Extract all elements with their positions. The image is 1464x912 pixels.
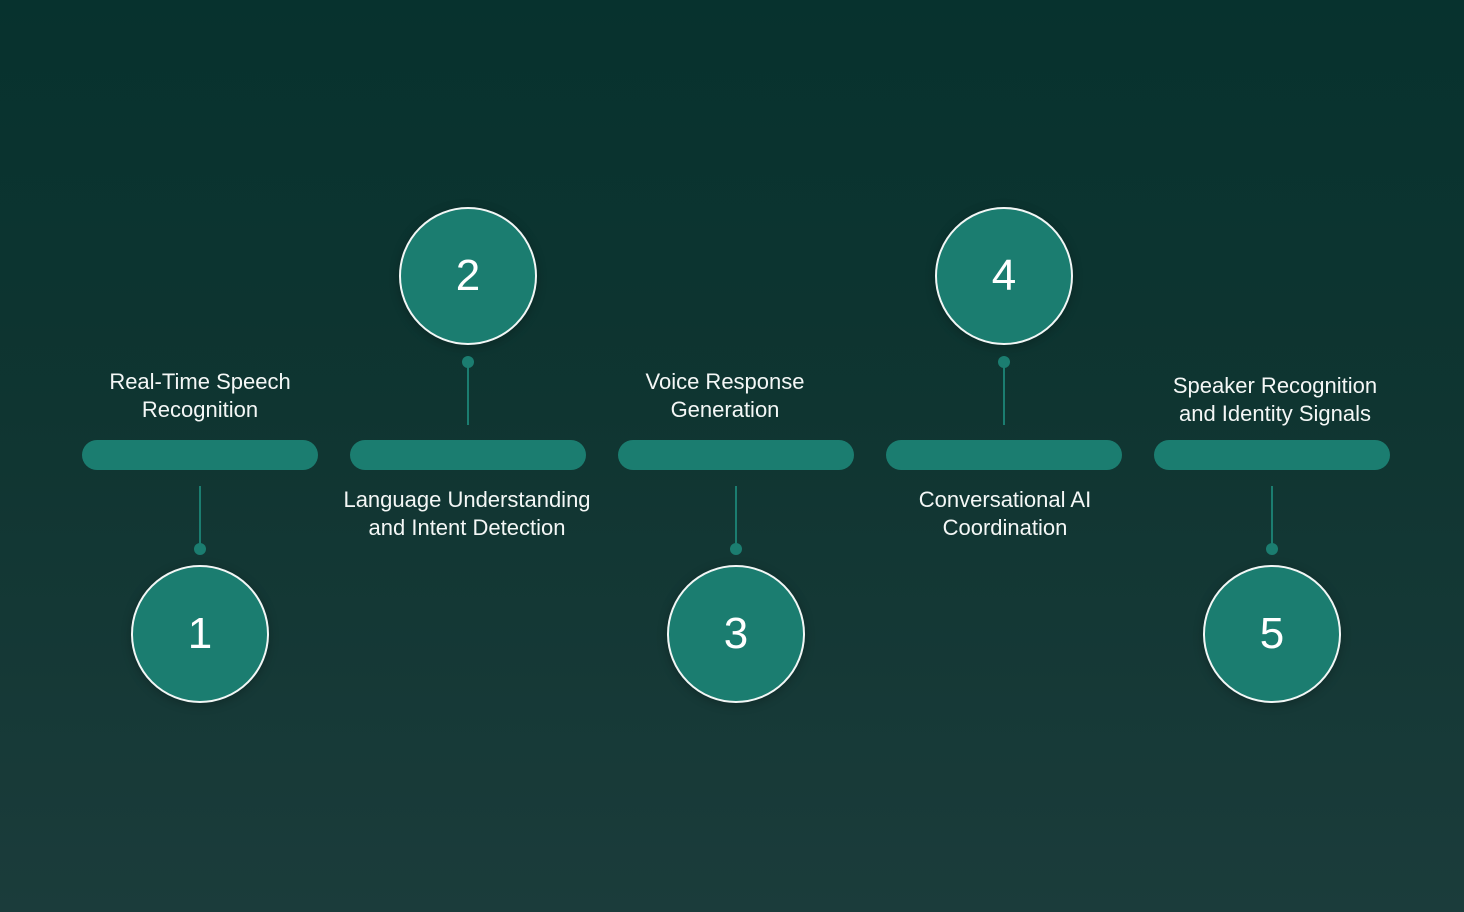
step-4-number: 4 [991,251,1017,300]
step-5-connector-line [1271,486,1273,546]
step-3-connector-line [735,486,737,546]
step-1-label: Real-Time Speech Recognition [40,368,360,424]
step-1-connector-dot [194,543,206,555]
step-5-connector-dot [1266,543,1278,555]
step-2-label-line2: and Intent Detection [368,515,566,540]
step-3-label-line1: Voice Response [645,369,805,394]
step-3-number-circle: 3 [667,565,805,703]
step-4-number-circle: 4 [935,207,1073,345]
step-2-number-circle: 2 [399,207,537,345]
step-1-connector-line [199,486,201,546]
step-1-number-circle: 1 [131,565,269,703]
step-5-label-line2: and Identity Signals [1178,401,1372,426]
step-3-number: 3 [723,609,749,658]
step-4-label: Conversational AI Coordination [845,486,1165,542]
step-3-label-line2: Generation [670,397,780,422]
step-2-label: Language Understanding and Intent Detect… [307,486,627,542]
step-2-connector-line [467,362,469,425]
step-5-number: 5 [1259,609,1285,658]
step-5-label: Speaker Recognition and Identity Signals [1115,372,1435,428]
step-5-number-circle: 5 [1203,565,1341,703]
step-1-bar [82,440,318,470]
step-1-label-line2: Recognition [141,397,259,422]
step-2-bar [350,440,586,470]
step-2-label-line1: Language Understanding [343,487,591,512]
step-4-connector-line [1003,362,1005,425]
step-4-label-line2: Coordination [942,515,1068,540]
step-3-bar [618,440,854,470]
step-3-connector-dot [730,543,742,555]
step-5-bar [1154,440,1390,470]
step-1-label-line1: Real-Time Speech [109,369,291,394]
step-3-label: Voice Response Generation [565,368,885,424]
step-1-number: 1 [187,609,213,658]
step-4-bar [886,440,1122,470]
step-2-number: 2 [455,251,481,300]
step-4-label-line1: Conversational AI [918,487,1092,512]
step-5-label-line1: Speaker Recognition [1172,373,1378,398]
